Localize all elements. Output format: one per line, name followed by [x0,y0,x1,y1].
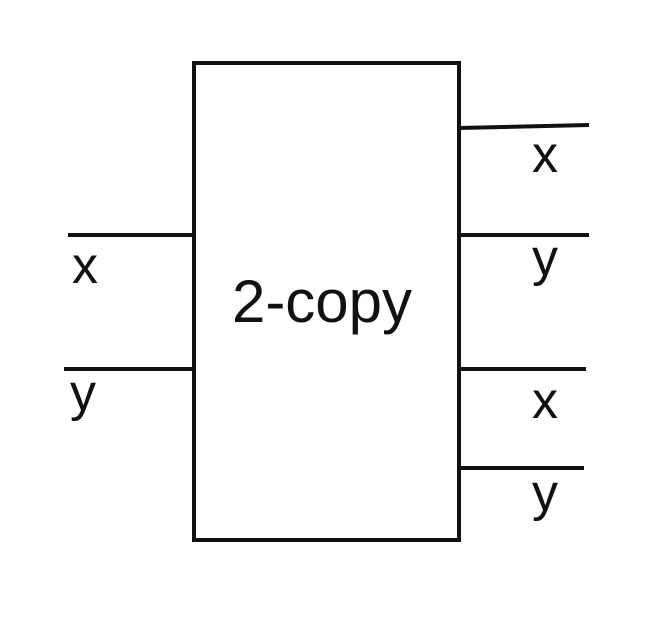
output-label-y-1: y [532,229,558,287]
output-label-x-1: x [532,126,558,184]
output-wire-x-1 [458,123,590,130]
input-label-y: y [70,364,96,422]
input-label-x: x [72,237,98,295]
copy-block [192,61,461,542]
block-label: 2-copy [232,268,412,335]
output-label-x-2: x [532,372,558,430]
output-label-y-2: y [532,464,558,522]
